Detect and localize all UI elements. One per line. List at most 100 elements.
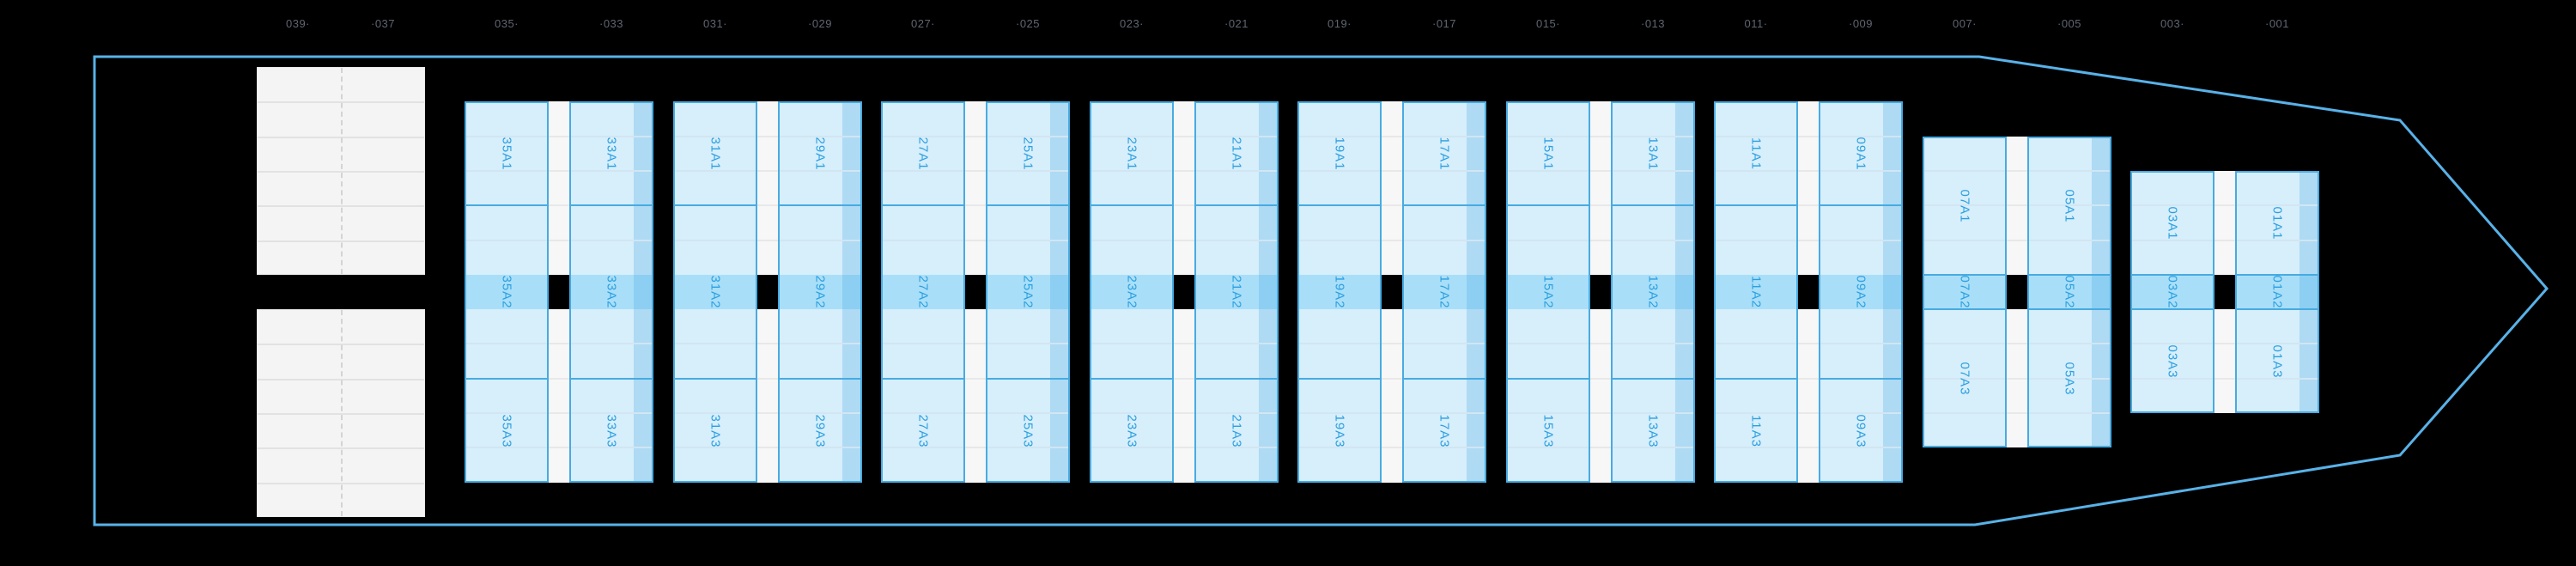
tier-separator <box>1196 412 1277 414</box>
bay-ruler-label: 011· <box>1744 17 1768 30</box>
tier-separator <box>2237 343 2318 344</box>
bay-slot[interactable]: 17A2 <box>1404 205 1485 379</box>
bay-slot[interactable]: 25A3 <box>987 379 1068 483</box>
bay-slot-label: 05A2 <box>2062 275 2077 309</box>
bay-slot[interactable]: 01A1 <box>2237 171 2318 275</box>
bay-slot[interactable]: 15A2 <box>1508 205 1589 379</box>
bay-slot[interactable]: 09A1 <box>1820 101 1901 205</box>
tier-separator <box>1091 170 1172 172</box>
bay-slot[interactable]: 19A2 <box>1299 205 1380 379</box>
tier-separator <box>883 343 963 344</box>
slot-border <box>1091 204 1173 206</box>
hatch-strip-separator <box>757 447 778 448</box>
bay-slot[interactable]: 35A1 <box>466 101 547 205</box>
bay-slot-label: 19A2 <box>1332 275 1347 309</box>
bay-slot[interactable]: 03A2 <box>2132 275 2213 309</box>
bay-slot[interactable]: 23A3 <box>1091 379 1172 483</box>
tier-separator <box>675 447 756 448</box>
slot-border <box>1403 378 1485 380</box>
bay-slot[interactable]: 23A2 <box>1091 205 1172 379</box>
bay-slot[interactable]: 01A3 <box>2237 309 2318 413</box>
bay-slot-label: 23A2 <box>1124 275 1139 309</box>
hatch-strip-separator <box>549 447 569 448</box>
bay-slot[interactable]: 33A2 <box>571 205 652 379</box>
bay-slot[interactable]: 25A2 <box>987 205 1068 379</box>
bay-slot[interactable]: 25A1 <box>987 101 1068 205</box>
bay-slot[interactable]: 33A3 <box>571 379 652 483</box>
bay-slot[interactable]: 35A2 <box>466 205 547 379</box>
bay-slot[interactable]: 29A1 <box>780 101 860 205</box>
bay-slot[interactable]: 19A3 <box>1299 379 1380 483</box>
hatch-strip-separator <box>965 204 986 206</box>
bay-slot[interactable]: 03A1 <box>2132 171 2213 275</box>
bay-slot[interactable]: 13A2 <box>1613 205 1693 379</box>
slot-border <box>1923 308 2006 310</box>
tier-separator <box>1404 343 1485 344</box>
bay-slot[interactable]: 09A3 <box>1820 379 1901 483</box>
bay-edge-stripe <box>1883 103 1901 481</box>
slot-border <box>2028 308 2111 310</box>
bay-slot[interactable]: 09A2 <box>1820 205 1901 379</box>
bay-slot[interactable]: 21A2 <box>1196 205 1277 379</box>
bay-slot[interactable]: 29A3 <box>780 379 860 483</box>
tier-separator <box>2029 240 2110 241</box>
bay-slot[interactable]: 27A2 <box>883 205 963 379</box>
bay-slot[interactable]: 07A3 <box>1924 309 2005 447</box>
bay-slot[interactable]: 21A1 <box>1196 101 1277 205</box>
bay-slot[interactable]: 21A3 <box>1196 379 1277 483</box>
bay-slot[interactable]: 19A1 <box>1299 101 1380 205</box>
bay-slot[interactable]: 03A3 <box>2132 309 2213 413</box>
bay-slot[interactable]: 17A1 <box>1404 101 1485 205</box>
bay-slot-label: 29A2 <box>812 275 828 309</box>
tier-separator <box>1508 240 1589 241</box>
bay-slot[interactable]: 05A1 <box>2029 137 2110 275</box>
hatch-strip-separator <box>549 240 569 241</box>
tier-separator <box>1820 412 1901 414</box>
bay-slot-label: 25A3 <box>1020 413 1036 448</box>
bay-slot[interactable]: 13A1 <box>1613 101 1693 205</box>
deck-row-highlight <box>466 275 547 309</box>
tier-separator <box>1613 412 1693 414</box>
tier-separator <box>466 170 547 172</box>
bay-slot[interactable]: 13A3 <box>1613 379 1693 483</box>
bay-slot[interactable]: 31A1 <box>675 101 756 205</box>
tier-separator <box>2237 240 2318 241</box>
bay-slot[interactable]: 07A2 <box>1924 275 2005 309</box>
bay-slot[interactable]: 01A2 <box>2237 275 2318 309</box>
hatch-strip-separator <box>2007 170 2027 172</box>
tier-separator <box>1716 136 1796 137</box>
bay-slot[interactable]: 33A1 <box>571 101 652 205</box>
bay-slot-label: 35A1 <box>499 136 514 171</box>
bay-slot[interactable]: 17A3 <box>1404 379 1485 483</box>
tier-separator <box>675 343 756 344</box>
bay-slot[interactable]: 27A1 <box>883 101 963 205</box>
bay-slot[interactable]: 05A2 <box>2029 275 2110 309</box>
bay-slot[interactable]: 31A2 <box>675 205 756 379</box>
bay-slot[interactable]: 11A3 <box>1716 379 1796 483</box>
bay-column: 23A1 23A2 23A3 <box>1090 101 1174 483</box>
bay-slot[interactable]: 35A3 <box>466 379 547 483</box>
bay-slot[interactable]: 29A2 <box>780 205 860 379</box>
bay-slot[interactable]: 15A3 <box>1508 379 1589 483</box>
bay-slot[interactable]: 31A3 <box>675 379 756 483</box>
bay-slot[interactable]: 27A3 <box>883 379 963 483</box>
bay-slot[interactable]: 07A1 <box>1924 137 2005 275</box>
bay-slot[interactable]: 15A1 <box>1508 101 1589 205</box>
slot-border <box>1195 204 1278 206</box>
bay-slot[interactable]: 05A3 <box>2029 309 2110 447</box>
hatch-strip-separator <box>1382 240 1402 241</box>
bay-slot[interactable]: 11A1 <box>1716 101 1796 205</box>
bay-slot[interactable]: 11A2 <box>1716 205 1796 379</box>
bay-slot[interactable]: 23A1 <box>1091 101 1172 205</box>
tier-separator <box>571 447 652 448</box>
bay-ruler-label: ·001 <box>2264 17 2290 30</box>
bay-ruler-label: ·017 <box>1431 17 1457 30</box>
tier-separator <box>1404 240 1485 241</box>
hatch-strip-segment <box>1798 101 1819 275</box>
